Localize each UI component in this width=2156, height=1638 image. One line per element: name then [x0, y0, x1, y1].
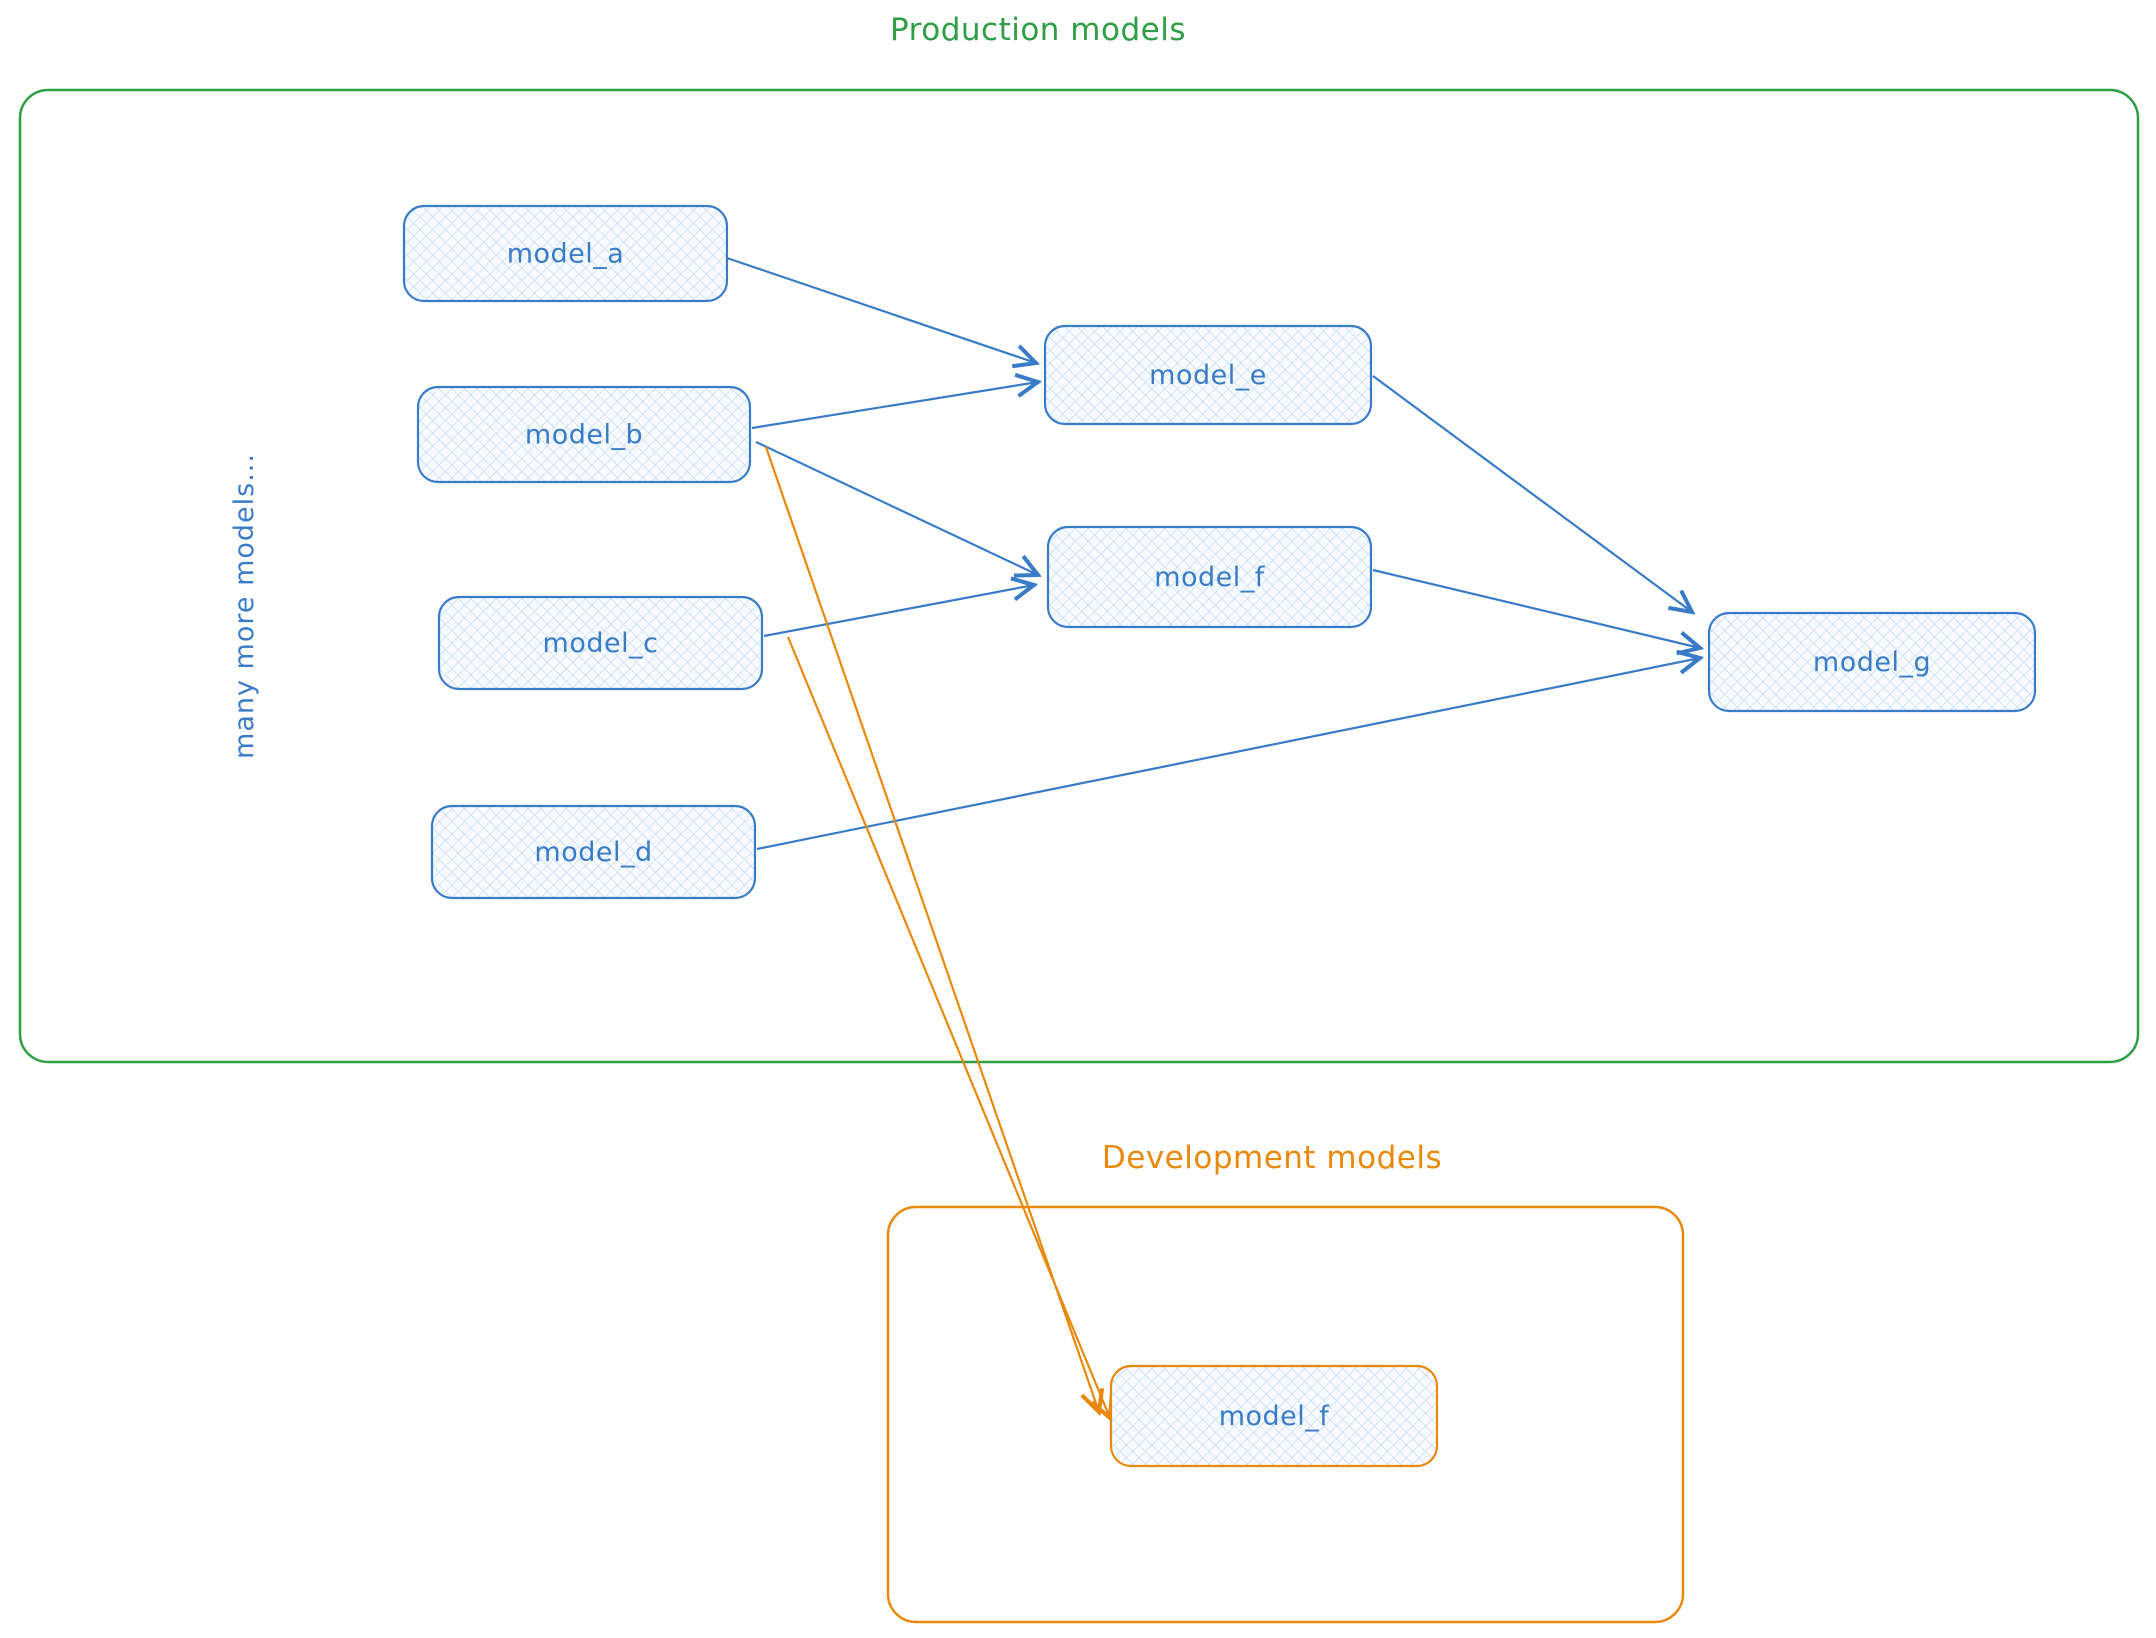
edge-model_c-to-model_f — [763, 585, 1034, 638]
node-model_f_dev-box — [1109, 1364, 1439, 1468]
node-model_f: model_f — [1046, 525, 1373, 629]
edge-model_b-to-model_e — [751, 382, 1038, 430]
many-more-models-label: many more models... — [229, 453, 260, 759]
edge-model_b-to-model_f — [755, 441, 1038, 575]
edges-layer — [726, 256, 1700, 1418]
node-model_a-label: model_a — [507, 239, 625, 270]
node-model_e: model_e — [1043, 324, 1373, 426]
node-model_e-box — [1043, 324, 1373, 426]
node-model_d-box — [430, 804, 757, 900]
production-container — [18, 88, 2140, 1064]
node-model_g: model_g — [1707, 611, 2037, 713]
node-model_a: model_a — [402, 204, 729, 303]
edge-model_f-to-model_g — [1372, 568, 1700, 648]
edge-model_b-to-model_f_dev — [764, 446, 1099, 1412]
production-title: Production models — [890, 12, 1186, 48]
node-model_e-label: model_e — [1149, 360, 1267, 391]
node-model_f_dev-label: model_f — [1219, 1401, 1331, 1432]
nodes-layer: model_a model_b model_c model_d model_emodel… — [402, 204, 2037, 1468]
containers-layer — [18, 88, 2140, 1624]
node-model_f_dev: model_f — [1109, 1364, 1439, 1468]
node-model_c-box — [437, 595, 764, 691]
edge-model_c-to-model_f_dev — [786, 636, 1110, 1418]
node-model_b-label: model_b — [525, 420, 643, 451]
node-model_c: model_c — [437, 595, 764, 691]
node-model_f-label: model_f — [1154, 562, 1266, 593]
edge-model_a-to-model_e — [726, 256, 1036, 363]
node-model_g-label: model_g — [1813, 647, 1931, 678]
development-container — [886, 1205, 1685, 1624]
node-model_b-box — [416, 385, 752, 484]
development-title: Development models — [1102, 1140, 1442, 1176]
node-model_f-box — [1046, 525, 1373, 629]
node-model_c-label: model_c — [543, 628, 659, 659]
edge-model_e-to-model_g — [1372, 375, 1692, 612]
node-model_d-label: model_d — [534, 837, 652, 868]
node-model_d: model_d — [430, 804, 757, 900]
edge-model_d-to-model_g — [756, 658, 1700, 851]
node-model_b: model_b — [416, 385, 752, 484]
node-model_g-box — [1707, 611, 2037, 713]
node-model_a-box — [402, 204, 729, 303]
